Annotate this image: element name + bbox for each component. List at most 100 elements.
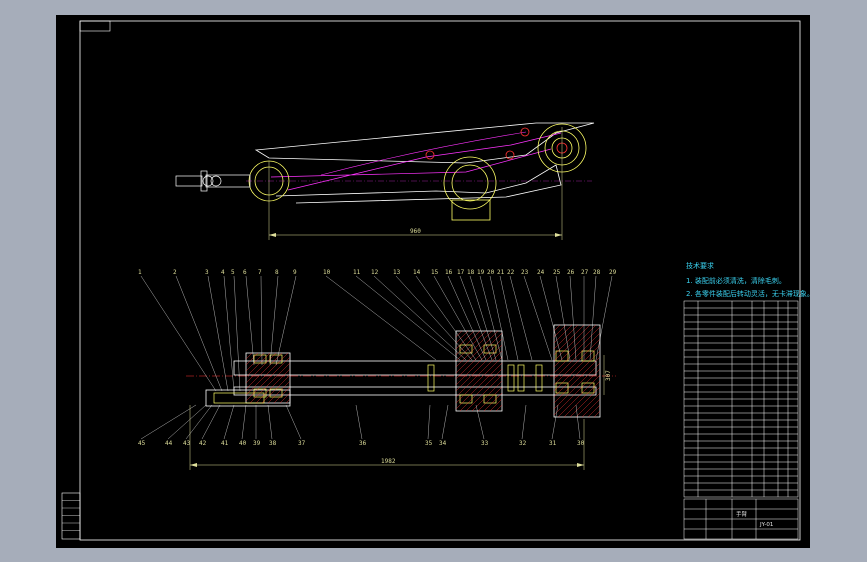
leader-line [167,404,207,440]
hatch-line [455,330,463,338]
hatch-line [553,350,601,398]
hatch-line [245,352,265,372]
hatch-line [553,338,601,386]
height-dimension: 307 [605,370,612,381]
callout-label: 36 [359,440,367,447]
hatch-line [455,344,503,392]
sec-dim-arrow-right [577,463,584,467]
callout-label: 29 [609,269,617,276]
drawing-code: JY-01 [759,522,773,528]
inner-frame [79,20,801,541]
parts-list [683,300,799,498]
pin-3 [520,127,530,137]
hatch-line [495,404,503,412]
hatch-line [455,330,481,356]
hatch-line [465,374,503,412]
left-margin-box [61,492,81,540]
callout-label: 41 [221,440,229,447]
hatch-line [279,392,291,404]
leader-line [475,404,485,440]
hatch-line [553,324,585,356]
mid-hub [455,330,503,412]
leader-line [140,275,217,392]
hatch-line [455,338,503,386]
callout-label: 5 [231,269,235,276]
callout-label: 14 [413,269,421,276]
hatch-line [575,392,601,418]
leader-line [589,275,597,361]
callout-label: 10 [323,269,331,276]
callout-label: 42 [199,440,207,447]
hatch-line [455,330,499,374]
callout-label: 3 [205,269,209,276]
corner-label-box [79,20,111,32]
pin-2 [505,150,515,160]
hatch-line [245,352,283,390]
leader-line [415,275,477,361]
callout-label: 45 [138,440,146,447]
bearing-right-4 [581,382,595,394]
hatch-line [587,404,601,418]
leader-line [433,275,483,361]
leader-line [285,404,302,440]
callout-label: 44 [165,440,173,447]
hatch-line [477,386,503,412]
hatch-line [483,392,503,412]
hatch-line [455,330,487,362]
leader-line [140,404,197,440]
callout-label: 13 [393,269,401,276]
hatch-line [245,352,271,378]
leader-line [489,275,509,361]
hatch-line [455,332,503,380]
callout-label: 35 [425,440,433,447]
hatch-line [563,380,601,418]
callout-label: 21 [497,269,505,276]
arm-lower-edge [275,164,562,204]
callout-label: 31 [549,440,557,447]
callout-label: 24 [537,269,545,276]
callout-label: 27 [581,269,589,276]
leader-line [459,275,493,361]
hatch-line [593,410,601,418]
callout-label: 39 [253,440,261,447]
hatch-line [245,352,277,384]
top-dim-arrow-left [269,233,276,237]
callout-label: 34 [439,440,447,447]
coupling-4 [535,364,543,392]
hatch-line [553,324,573,344]
callout-label: 37 [298,440,306,447]
leader-line [521,404,527,440]
leader-line [499,275,519,361]
hatch-line [245,352,289,396]
hatch-line [553,324,561,332]
leader-line [260,275,263,366]
callout-label: 7 [258,269,262,276]
link-centerline [270,132,562,191]
gripper-section [205,389,291,407]
bearing-right-3 [555,382,569,394]
callout-label: 32 [519,440,527,447]
callout-label: 6 [243,269,247,276]
shaft-tube-upper [233,360,597,376]
leader-line [373,275,467,361]
callout-label: 18 [467,269,475,276]
leader-line [509,275,533,361]
leader-line [479,275,503,361]
callout-label: 4 [221,269,225,276]
callout-label: 20 [487,269,495,276]
leader-line [427,404,431,440]
callout-label: 2 [173,269,177,276]
hatch-line [569,386,601,418]
leader-line [555,275,571,361]
right-hub [553,324,601,418]
joint-mid-inner [451,164,489,202]
hatch-line [455,350,503,398]
hatch-line [245,356,291,402]
leader-line [595,275,613,361]
hatch-line [255,368,291,404]
callout-label: 28 [593,269,601,276]
hatch-line [245,352,259,366]
hatch-line [245,352,253,360]
top-view: 960 [175,122,595,240]
